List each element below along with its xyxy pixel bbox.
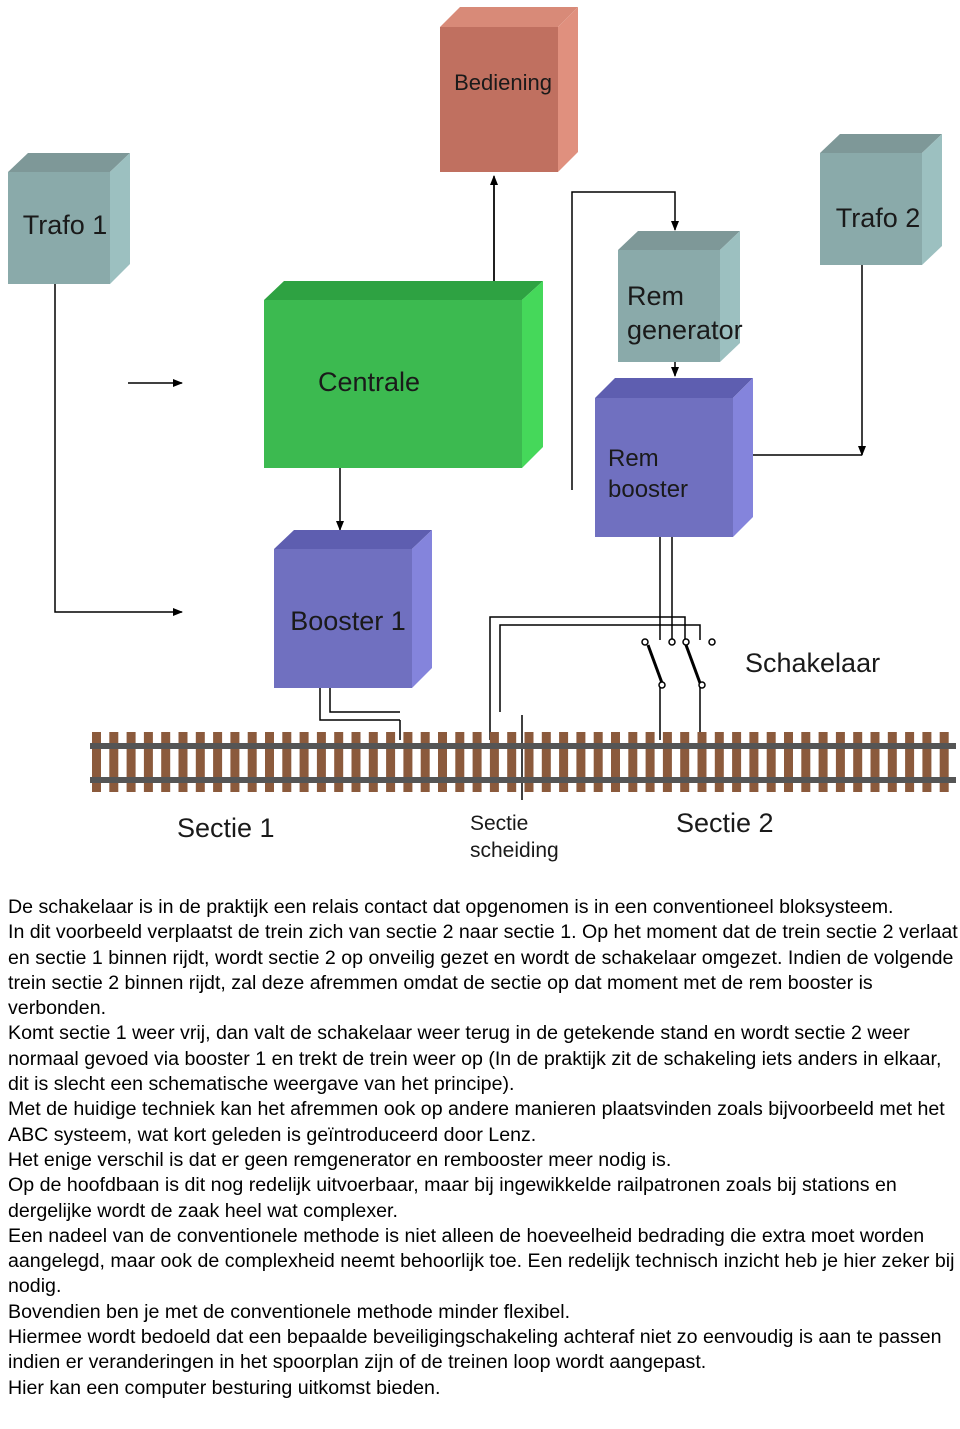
sleeper (472, 732, 482, 792)
sleeper (680, 732, 690, 792)
sleeper (161, 732, 171, 792)
sleeper (697, 732, 707, 792)
sleeper (784, 732, 793, 792)
booster1-box: Booster 1 (274, 530, 432, 688)
paragraph-7: Een nadeel van de conventionele methode … (8, 1224, 955, 1298)
paragraph-2: In dit voorbeeld verplaatst de trein zic… (8, 921, 958, 1020)
sleeper (593, 732, 603, 792)
paragraph-1: De schakelaar is in de praktijk een rela… (8, 896, 894, 918)
rem-generator-label-2: generator (627, 315, 743, 345)
switch-contacts (641, 638, 716, 689)
sleeper (92, 732, 101, 792)
wire-trafo1-booster1 (54, 284, 183, 616)
sleeper (714, 732, 724, 792)
paragraph-8: Bovendien ben je met de conventionele me… (8, 1300, 571, 1323)
sleeper (887, 732, 897, 792)
sleeper (732, 732, 742, 792)
sleeper (265, 732, 274, 792)
sleeper (905, 732, 915, 792)
sleeper (576, 732, 586, 792)
scheiding-label-2: scheiding (470, 839, 559, 862)
sleeper (195, 732, 205, 792)
sectie2-label: Sectie 2 (676, 808, 774, 838)
trafo2-box: Trafo 2 (820, 134, 942, 265)
sleeper (316, 732, 326, 792)
sleeper (507, 732, 517, 792)
sleeper (368, 732, 378, 792)
sectie1-label: Sectie 1 (177, 813, 275, 843)
trafo1-label: Trafo 1 (23, 210, 108, 240)
rem-booster-label-2: booster (608, 476, 688, 503)
sleeper (282, 732, 292, 792)
sleeper (559, 732, 569, 792)
paragraph-10: Hier kan een computer besturing uitkomst… (8, 1376, 441, 1399)
centrale-box: Centrale (264, 281, 543, 468)
paragraph-5: Het enige verschil is dat er geen remgen… (8, 1148, 672, 1171)
sleeper (870, 732, 880, 792)
paragraph-4: Met de huidige techniek kan het afremmen… (8, 1098, 945, 1146)
paragraph-6: Op de hoofdbaan is dit nog redelijk uitv… (8, 1174, 897, 1222)
sleeper (386, 732, 396, 792)
sleeper (299, 732, 309, 792)
sleeper (524, 732, 534, 792)
rail (90, 743, 956, 749)
sleeper (611, 732, 620, 792)
sleeper (178, 732, 188, 792)
sleeper (541, 732, 551, 792)
paragraph-3: Komt sectie 1 weer vrij, dan valt de sch… (8, 1022, 942, 1096)
railway-track (90, 732, 956, 792)
sleeper (455, 732, 465, 792)
sleeper (247, 732, 257, 792)
railway-wiring-diagram: Bediening Trafo 1 Trafo 2 Centrale Rem g… (8, 7, 956, 862)
sleeper (766, 732, 776, 792)
schakelaar-label: Schakelaar (745, 648, 880, 678)
wire-control-remgenerator (571, 191, 679, 490)
rem-booster-label-1: Rem (608, 445, 659, 472)
sleeper (749, 732, 759, 792)
explanation-text: De schakelaar is in de praktijk een rela… (0, 895, 960, 1401)
sleeper (939, 732, 949, 792)
sleeper (420, 732, 430, 792)
sleeper (662, 732, 672, 792)
wires (54, 175, 866, 800)
sleeper (403, 732, 413, 792)
sleeper (628, 732, 638, 792)
trafo1-box: Trafo 1 (8, 153, 130, 284)
sleeper (213, 732, 223, 792)
sleeper (801, 732, 811, 792)
trafo2-label: Trafo 2 (836, 203, 921, 233)
paragraph-9: Hiermee wordt bedoeld dat een bepaalde b… (8, 1326, 942, 1374)
sleeper (351, 732, 361, 792)
rail (90, 777, 956, 783)
sleeper (645, 732, 655, 792)
rem-generator-label-1: Rem (627, 281, 684, 311)
rem-booster-box: Rem booster (595, 378, 753, 537)
sleeper (126, 732, 136, 792)
sleeper (230, 732, 240, 792)
sleeper (334, 732, 344, 792)
sleeper (853, 732, 863, 792)
scheiding-label-1: Sectie (470, 812, 528, 835)
sleeper (109, 732, 119, 792)
sleeper (438, 732, 447, 792)
booster1-label: Booster 1 (290, 606, 406, 636)
sleeper (922, 732, 932, 792)
rem-generator-box: Rem generator (618, 231, 743, 362)
sleeper (489, 732, 499, 792)
bediening-label: Bediening (454, 70, 552, 95)
sleeper (835, 732, 845, 792)
bediening-box: Bediening (440, 7, 578, 172)
sleeper (143, 732, 153, 792)
centrale-label: Centrale (318, 367, 420, 397)
sleeper (818, 732, 828, 792)
